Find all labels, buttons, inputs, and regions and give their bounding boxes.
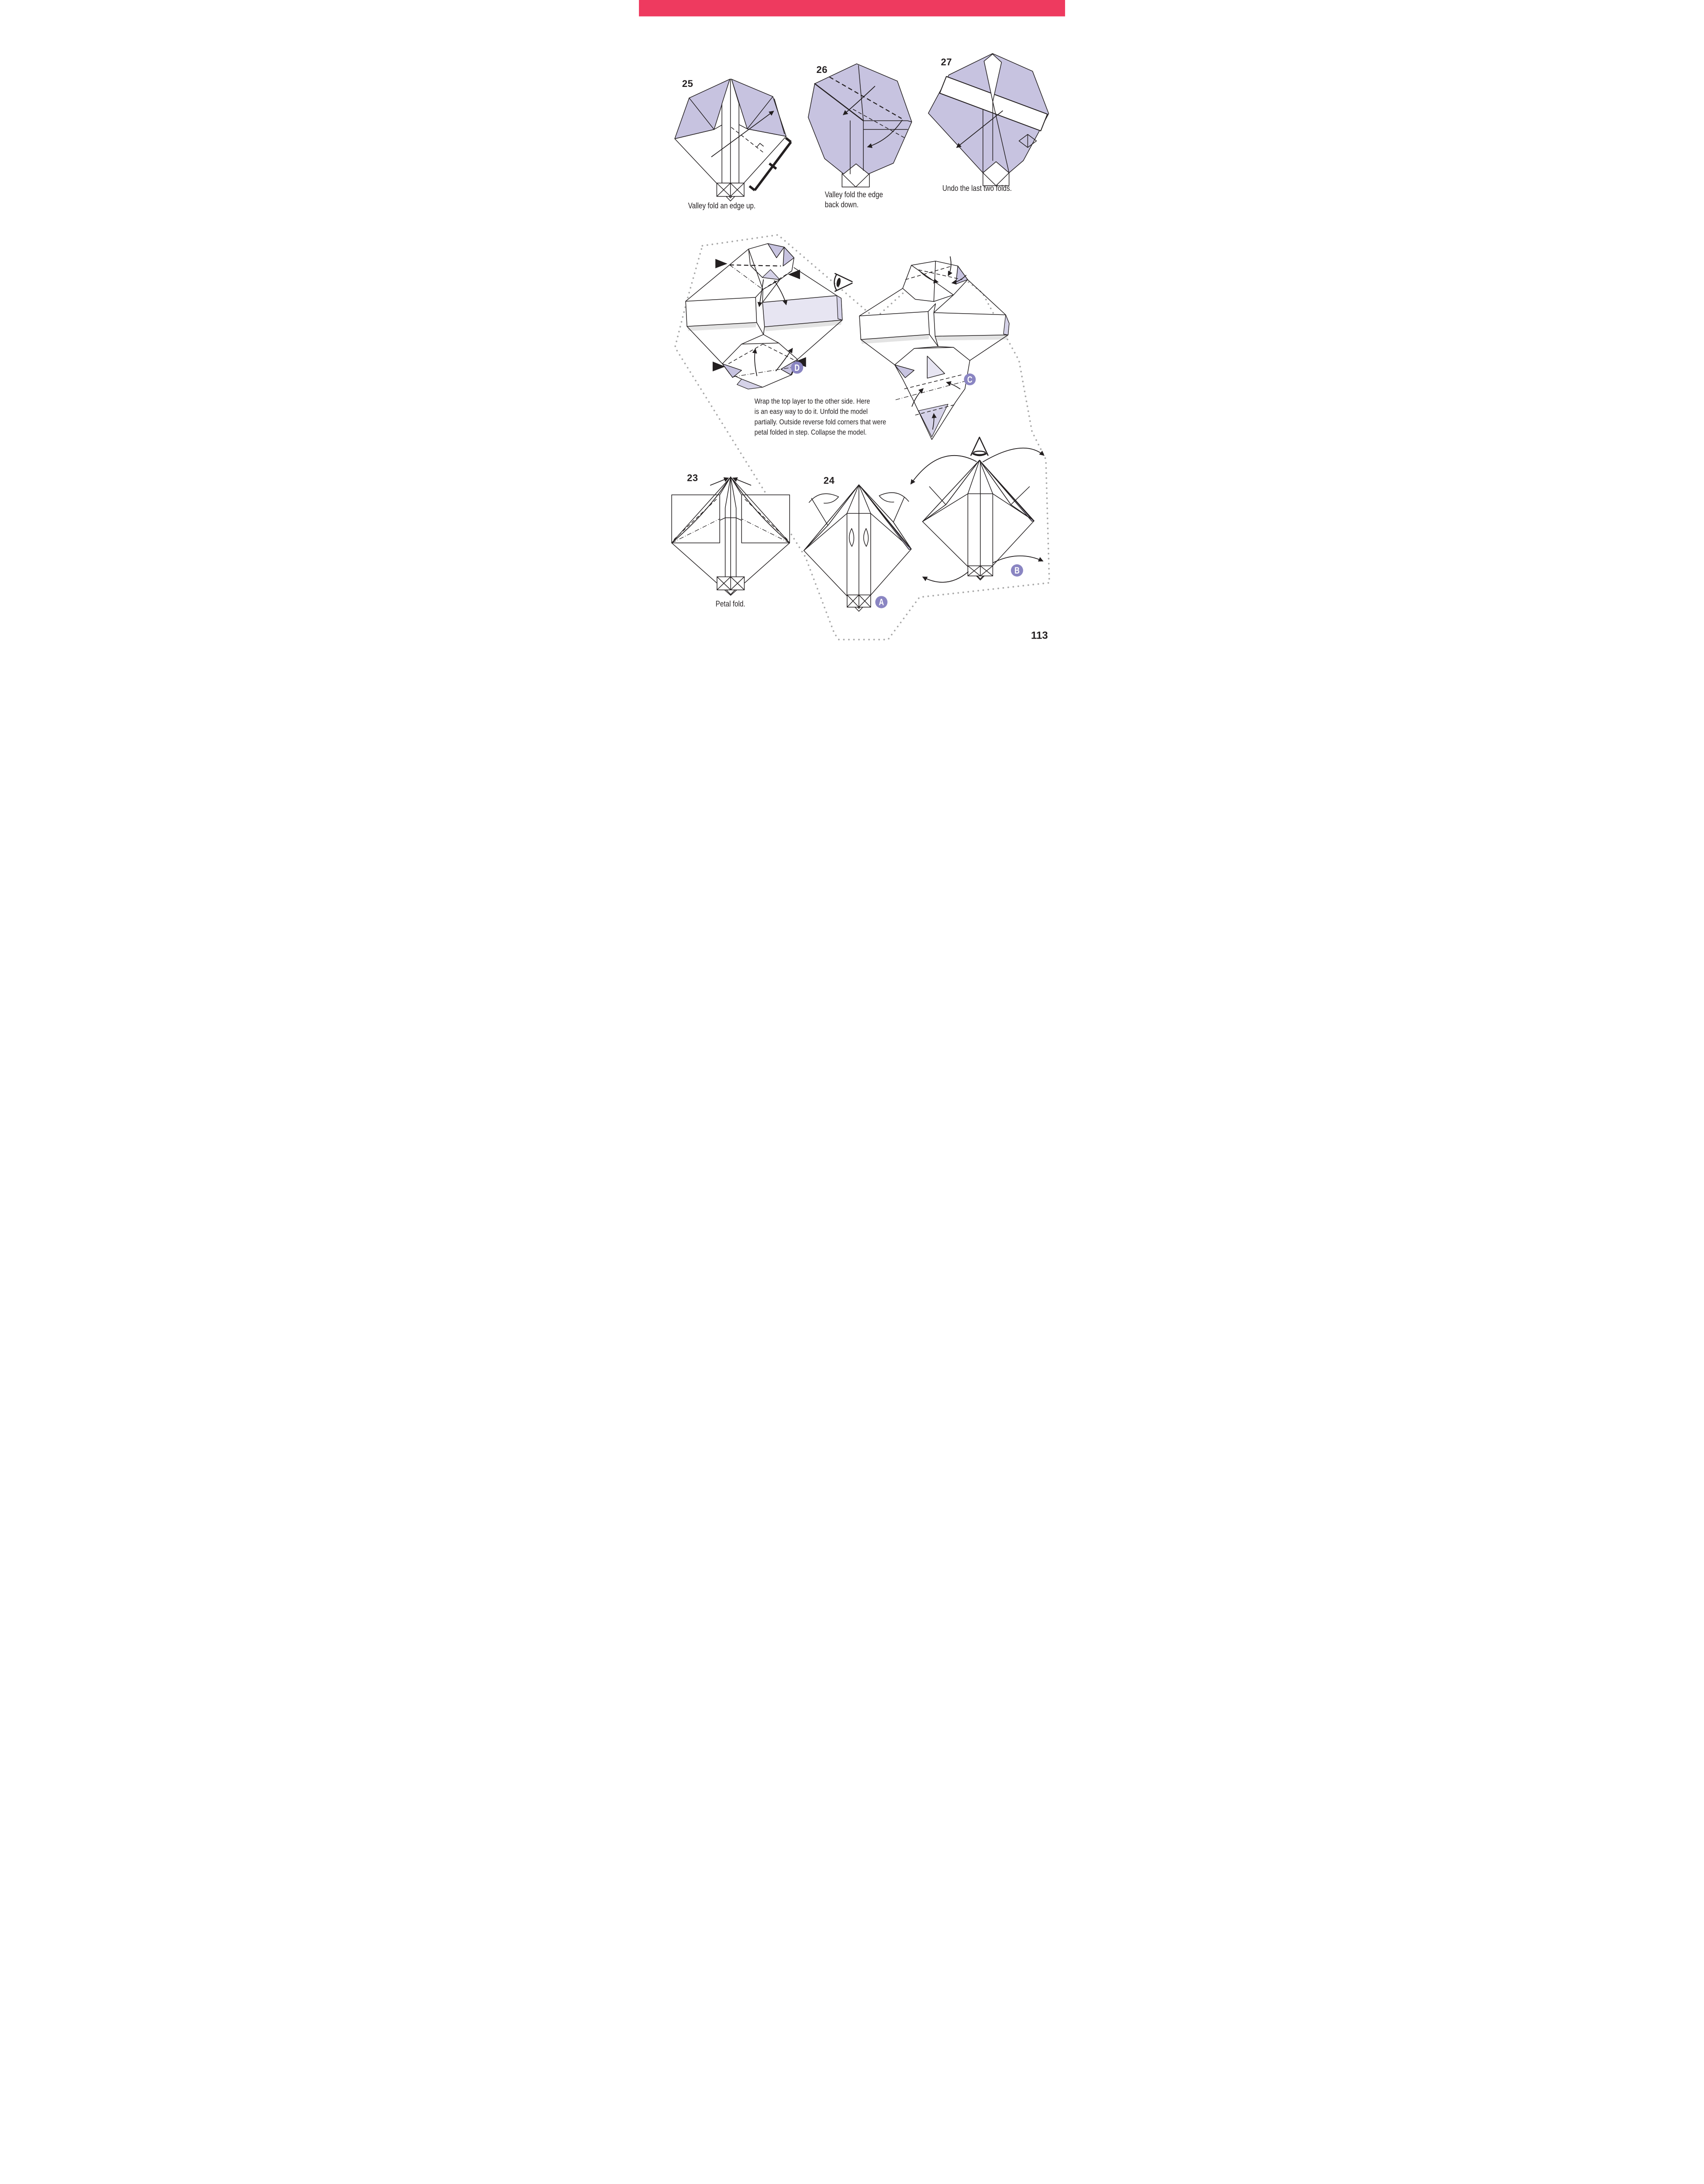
svg-text:partially. Outside reverse fol: partially. Outside reverse fold corners …	[755, 418, 886, 426]
svg-text:C: C	[967, 374, 973, 384]
step-25-caption: Valley fold an edge up.	[688, 201, 756, 210]
header-accent-bar	[639, 0, 1065, 17]
svg-text:is an easy way to do it. Unfol: is an easy way to do it. Unfold the mode…	[755, 408, 868, 416]
tail-box	[846, 594, 871, 612]
step-23-caption: Petal fold.	[716, 599, 745, 608]
svg-text:petal folded in step. Collapse: petal folded in step. Collapse the model…	[755, 429, 867, 436]
svg-text:Valley fold an edge up.: Valley fold an edge up.	[688, 201, 756, 210]
svg-text:D: D	[794, 363, 800, 373]
label-d-badge: D	[791, 361, 804, 374]
step-24-diagram	[803, 484, 912, 612]
book-page: 25 26 27 23 24 Valley fold an edge up. V…	[639, 0, 1065, 656]
label-a-badge: A	[875, 596, 888, 608]
figure-b-diagram	[910, 447, 1045, 583]
instruction-paragraph: Wrap the top layer to the other side. He…	[755, 397, 886, 437]
tail-box	[717, 576, 745, 595]
label-b-badge: B	[1011, 564, 1023, 577]
figure-c-diagram	[859, 256, 1010, 440]
step-25-number: 25	[682, 78, 693, 89]
svg-text:A: A	[879, 597, 884, 607]
step-26-diagram	[807, 63, 912, 187]
step-27-caption: Undo the last two folds.	[942, 184, 1012, 193]
push-arrowhead-icon	[715, 259, 728, 269]
svg-text:Valley fold the edge: Valley fold the edge	[825, 190, 883, 199]
svg-text:B: B	[1014, 565, 1020, 575]
step-27-diagram	[928, 53, 1049, 186]
push-arrowhead-icon	[712, 361, 725, 372]
step-27-number: 27	[941, 57, 952, 68]
svg-text:Undo the last two folds.: Undo the last two folds.	[942, 184, 1012, 193]
tail-box	[716, 183, 745, 201]
fold-extent-bracket	[749, 137, 792, 191]
label-c-badge: C	[964, 373, 976, 386]
step-24-number: 24	[824, 475, 835, 486]
page-number: 113	[1031, 629, 1048, 641]
push-arrowhead-icon	[788, 270, 800, 280]
figure-d-diagram	[685, 243, 843, 390]
eye-icon	[970, 436, 989, 456]
svg-text:back down.: back down.	[825, 200, 859, 209]
step-25-diagram	[674, 79, 792, 201]
svg-text:Petal fold.: Petal fold.	[716, 599, 745, 608]
step-23-diagram	[671, 476, 790, 596]
eye-icon	[834, 273, 853, 292]
step-26-caption: Valley fold the edge back down.	[825, 190, 883, 209]
svg-text:Wrap the top layer to the othe: Wrap the top layer to the other side. He…	[755, 397, 870, 405]
step-26-number: 26	[816, 64, 827, 75]
step-23-number: 23	[687, 473, 698, 484]
